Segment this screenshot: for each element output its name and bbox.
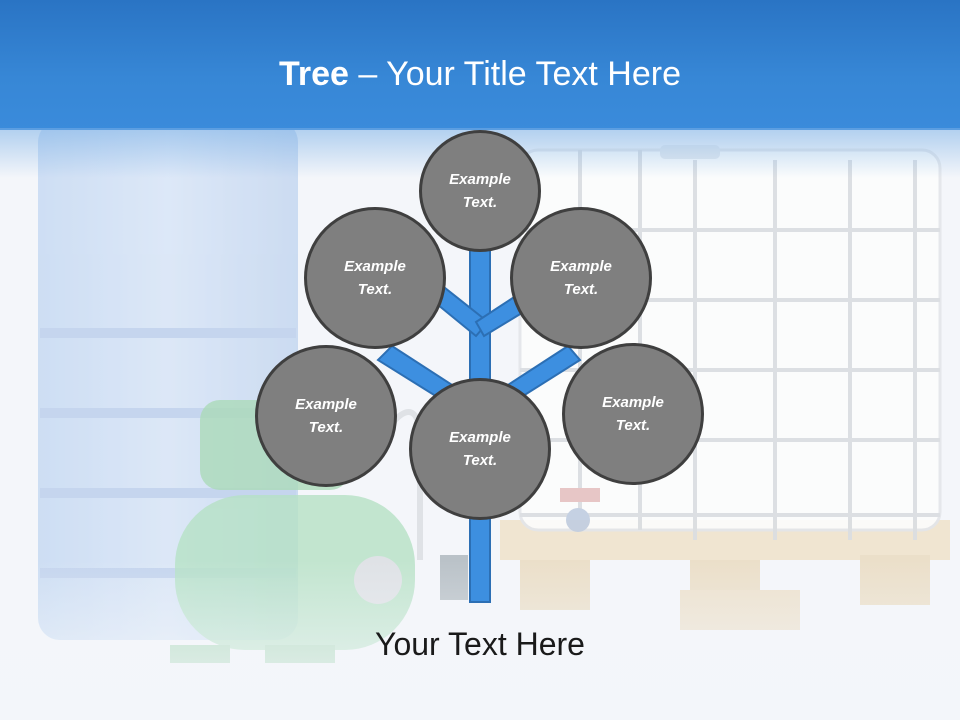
caption-text[interactable]: Your Text Here — [375, 626, 585, 662]
node-text-line2: Text. — [615, 417, 651, 434]
node-text-line2: Text. — [462, 452, 498, 469]
title-text: Your Title Text Here — [386, 55, 681, 93]
node-text-line2: Text. — [308, 419, 344, 436]
node-text-line1: Example — [550, 258, 612, 275]
title-dash: – — [348, 55, 387, 93]
node-text-line1: Example — [449, 429, 511, 446]
node-text-line2: Text. — [462, 194, 498, 211]
title-bar — [0, 0, 960, 130]
node-text-line1: Example — [449, 171, 511, 188]
node-text-line2: Text. — [563, 281, 599, 298]
node-text-line2: Text. — [357, 281, 393, 298]
title-bold: Tree — [279, 55, 349, 93]
node-text-line1: Example — [602, 394, 664, 411]
node-text-line1: Example — [344, 258, 406, 275]
slide-title[interactable]: Tree – Your Title Text Here — [0, 52, 960, 96]
node-text-line1: Example — [295, 396, 357, 413]
